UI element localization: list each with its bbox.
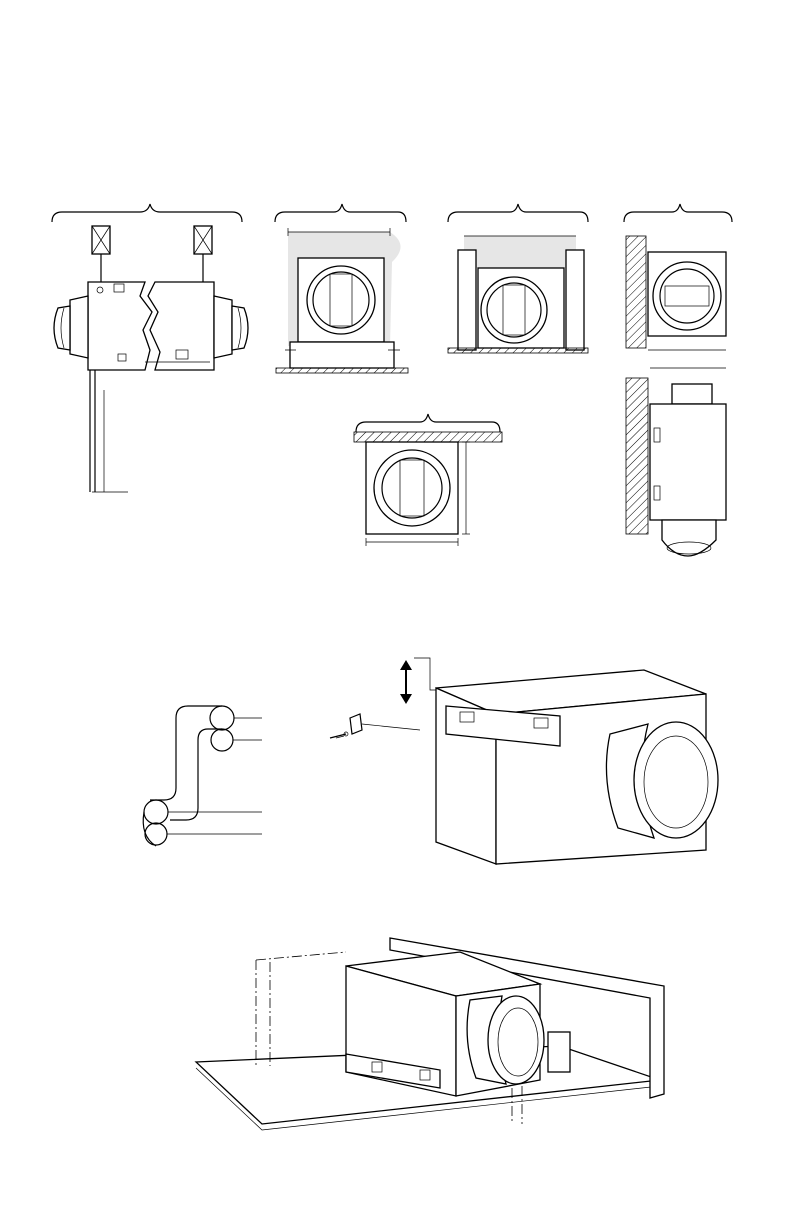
round-damper xyxy=(307,266,375,334)
front-view-ceiling xyxy=(354,414,502,546)
collar-bottom xyxy=(662,520,716,556)
fan-housing xyxy=(650,404,726,520)
ceiling xyxy=(354,432,502,442)
floor xyxy=(276,368,408,373)
collar-right xyxy=(214,296,248,358)
round-damper xyxy=(374,450,450,526)
grille-collar xyxy=(606,722,718,838)
front-view-between-joists xyxy=(448,204,588,353)
floor-stand xyxy=(290,342,394,368)
mounting-bracket-detail xyxy=(143,658,718,864)
front-view-floor xyxy=(275,204,408,373)
round-damper xyxy=(481,277,547,343)
hanger-box-left xyxy=(92,226,110,282)
bracket xyxy=(336,714,420,738)
grille-collar xyxy=(467,996,570,1084)
collar-left xyxy=(54,296,88,358)
strap-loops xyxy=(143,706,262,846)
round-damper xyxy=(653,262,721,330)
fan-housing xyxy=(88,282,214,370)
side-view-wall xyxy=(626,368,726,556)
installed-on-joists xyxy=(196,938,664,1130)
clearance-arrow xyxy=(400,658,438,704)
collar-top xyxy=(672,384,712,404)
joist-left xyxy=(458,250,476,350)
wall xyxy=(626,236,646,348)
front-view-wall xyxy=(624,204,732,350)
support-rod xyxy=(90,370,128,492)
joist-right xyxy=(566,250,584,350)
side-view-hanging xyxy=(52,204,248,492)
wall xyxy=(626,378,648,534)
brace xyxy=(52,204,242,222)
